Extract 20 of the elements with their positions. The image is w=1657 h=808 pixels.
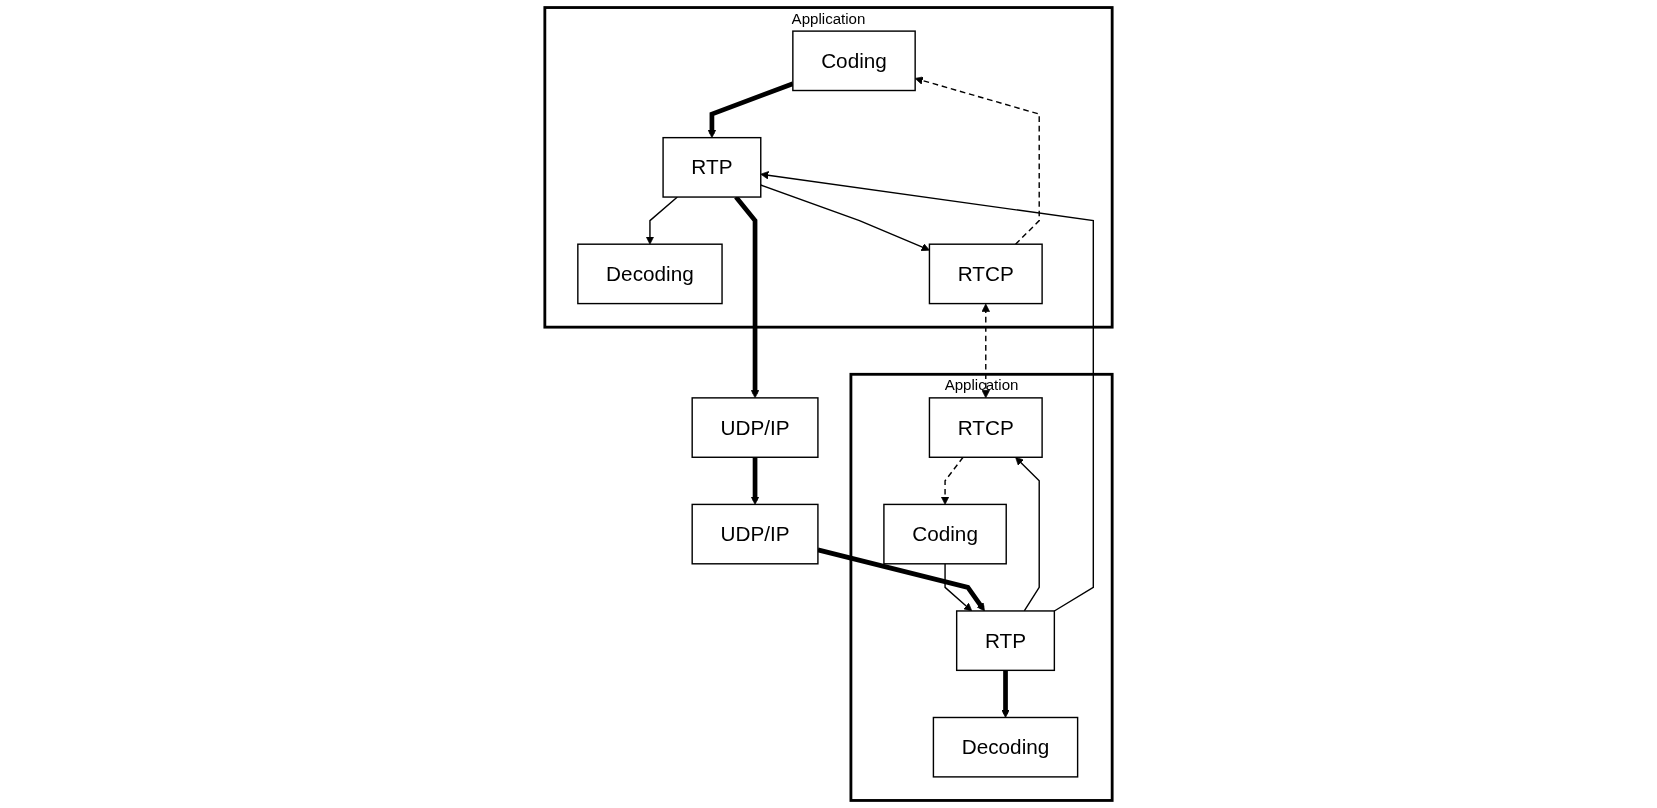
arrow [760,171,1094,612]
arrow [1001,670,1010,718]
node-box: RTP [662,136,762,198]
node-box: UDP/IP [691,397,819,458]
arrow [981,303,990,399]
arrow [817,547,985,612]
node-box: RTP [955,610,1056,672]
arrow [760,184,930,252]
arrow [1015,456,1040,612]
arrow [645,196,679,245]
node-box: RTCP [928,397,1043,458]
node-box: Decoding [932,716,1079,778]
node-box: Coding [792,30,916,92]
node-box: Decoding [577,243,723,305]
arrow [944,563,973,612]
node-box: Coding [883,503,1007,565]
node-box: RTCP [928,243,1043,305]
arrow [940,456,964,505]
arrow [750,457,760,505]
node-box: UDP/IP [691,503,819,565]
